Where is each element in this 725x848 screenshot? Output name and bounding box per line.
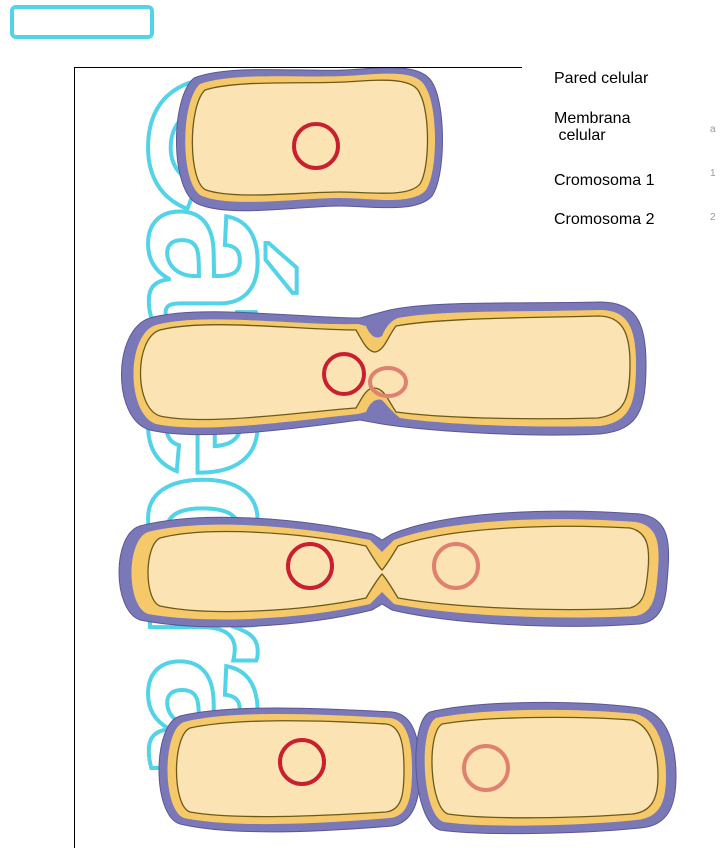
legend-label-cell-wall: Pared celular xyxy=(554,70,648,87)
frame-left-line xyxy=(74,67,75,848)
stage-1-cell xyxy=(176,68,442,211)
watermark-accent xyxy=(12,7,152,37)
cytoplasm-left xyxy=(177,721,405,817)
frame-top-line xyxy=(74,67,522,68)
legend-mark-chromosome-2: 2 xyxy=(710,212,716,223)
cytoplasm xyxy=(192,80,427,195)
legend-label-cell-membrane: Membrana celular xyxy=(554,110,630,144)
legend-mark-chromosome-1: 1 xyxy=(710,168,716,179)
stage-4-cells xyxy=(159,702,676,833)
stage-2-cell xyxy=(122,302,647,435)
legend: Pared celular Membrana celular a Cromoso… xyxy=(522,62,725,262)
legend-label-chromosome-1: Cromosoma 1 xyxy=(554,172,654,189)
legend-label-chromosome-2: Cromosoma 2 xyxy=(554,211,654,228)
legend-mark-membrane: a xyxy=(710,124,716,135)
stage-3-cells xyxy=(119,511,669,627)
